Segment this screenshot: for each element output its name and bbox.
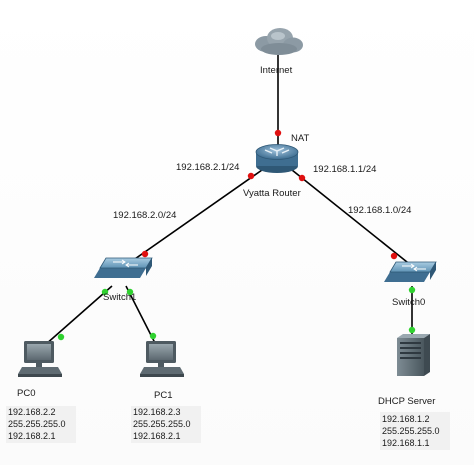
nat-label: NAT [291,133,309,144]
pc0-ip-box [6,406,76,443]
router-right-interface-label: 192.168.1.1/24 [313,164,376,175]
right-segment-label: 192.168.1.0/24 [348,205,411,216]
port-dhcp [408,326,416,334]
links [44,55,413,346]
switch0-node[interactable]: Switch0 [384,261,437,308]
cloud-icon [255,28,303,55]
port-switch0-dhcp [408,286,416,294]
pc1-ip: 192.168.2.3 [133,407,181,417]
pc0-label: PC0 [17,388,35,399]
pc0-gateway: 192.168.2.1 [8,431,56,441]
pc1-label: PC1 [154,390,172,401]
pc0-node[interactable]: PC0 192.168.2.2 255.255.255.0 192.168.2.… [6,341,76,443]
pc1-mask: 255.255.255.0 [133,419,191,429]
port-switch1-pc0 [101,288,109,296]
switch-icon [384,261,437,282]
internet-node[interactable]: Internet [255,28,303,76]
router-node[interactable]: NAT Vyatta Router [243,133,309,199]
port-switch0-uplink [390,252,398,260]
router-label: Vyatta Router [243,188,301,199]
port-indicators [57,129,416,341]
port-switch1-pc1 [126,288,134,296]
port-pc0 [57,333,65,341]
link-router-switch0[interactable] [291,169,413,267]
dhcp-ip-box [380,412,450,450]
server-icon [397,334,430,376]
port-router-right [298,174,306,182]
dhcp-gateway: 192.168.1.1 [382,438,430,448]
dhcp-label: DHCP Server [378,396,435,407]
switch-icon [94,257,153,278]
pc1-gateway: 192.168.2.1 [133,431,181,441]
port-router-left [247,172,255,180]
computer-icon [140,341,184,377]
computer-icon [18,341,62,377]
port-router-internet [274,129,282,137]
port-pc1 [149,332,157,340]
dhcp-mask: 255.255.255.0 [382,426,440,436]
port-switch1-uplink [141,250,149,258]
router-icon [255,144,299,173]
dhcp-ip: 192.168.1.2 [382,414,430,424]
switch1-label: Switch1 [103,292,136,303]
pc1-ip-box [131,406,201,443]
pc0-ip: 192.168.2.2 [8,407,56,417]
dhcp-server-node[interactable]: DHCP Server 192.168.1.2 255.255.255.0 19… [378,334,450,450]
internet-label: Internet [260,65,293,76]
left-segment-label: 192.168.2.0/24 [113,210,176,221]
router-left-interface-label: 192.168.2.1/24 [176,162,239,173]
pc0-mask: 255.255.255.0 [8,419,66,429]
link-switch1-pc0[interactable] [44,285,113,346]
switch1-node[interactable]: Switch1 [94,257,153,303]
switch0-label: Switch0 [392,297,425,308]
pc1-node[interactable]: PC1 192.168.2.3 255.255.255.0 192.168.2.… [131,341,201,443]
